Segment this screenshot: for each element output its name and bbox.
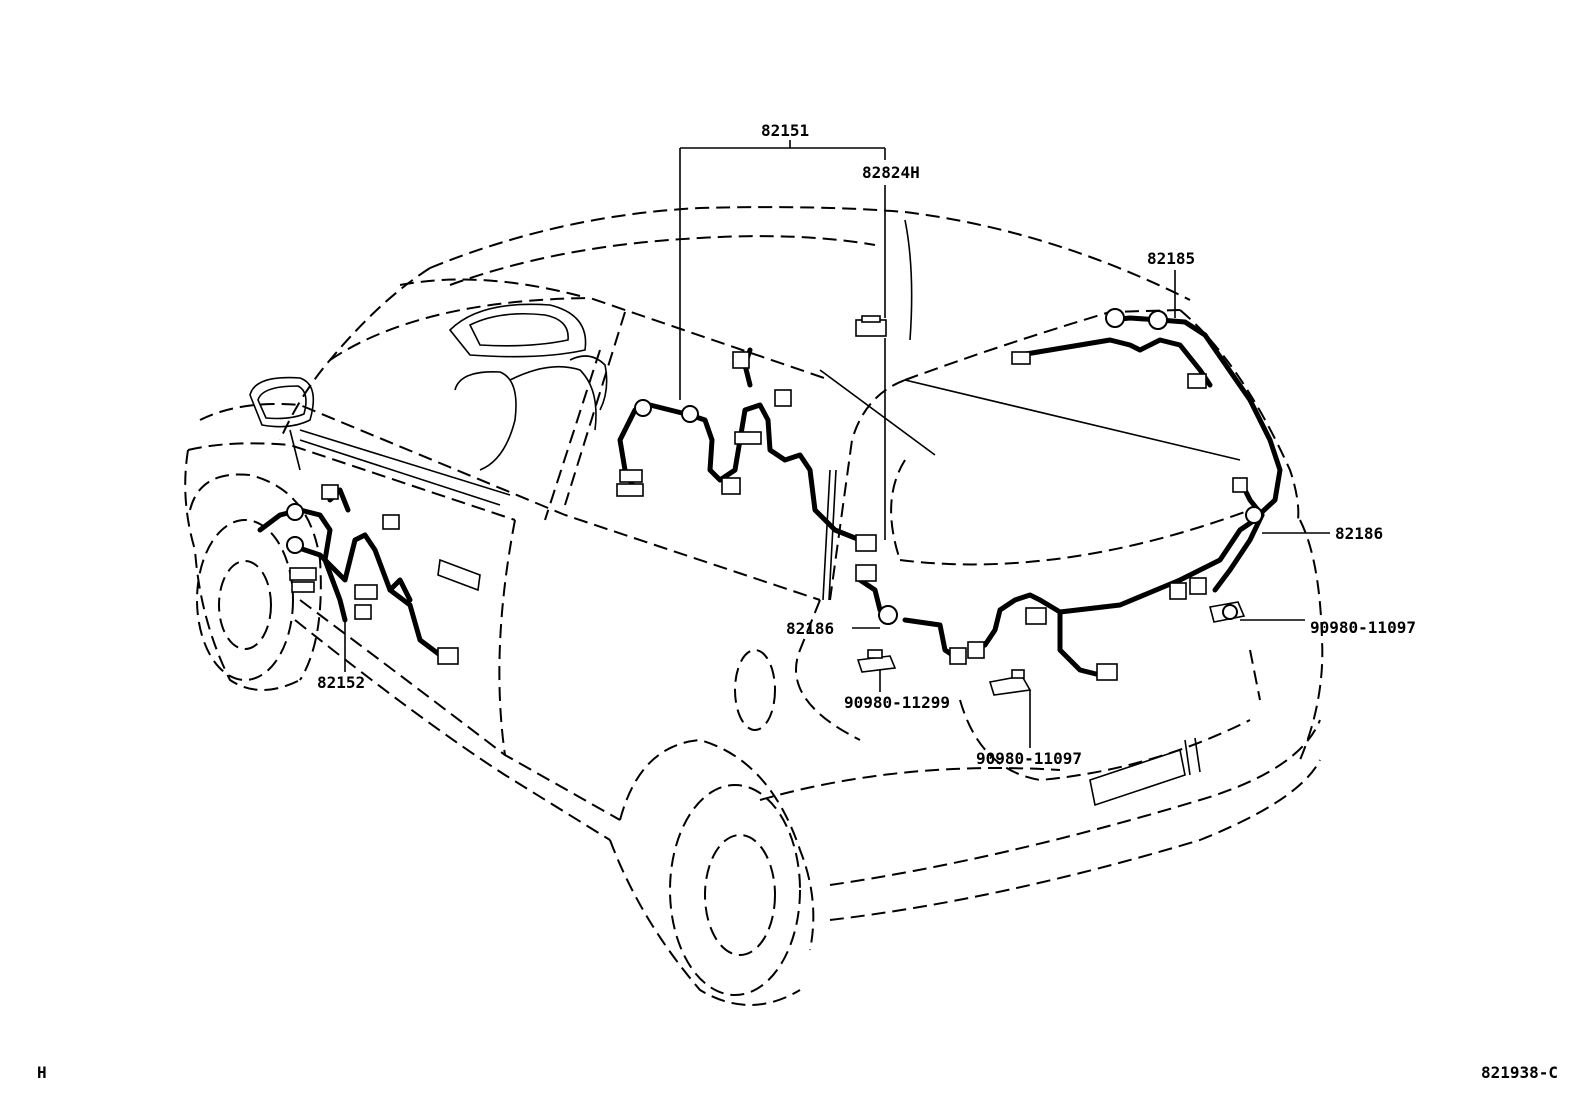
grommet bbox=[1245, 506, 1263, 524]
leader-lines bbox=[344, 140, 1330, 748]
label-junction-block: 82824H bbox=[862, 163, 920, 182]
connector bbox=[616, 483, 644, 497]
corner-code-left: H bbox=[37, 1063, 47, 1082]
sensor-bottom bbox=[988, 669, 1032, 696]
callout-labels: 82151 82824H 82185 82186 82186 82152 909… bbox=[317, 121, 1416, 768]
grommet bbox=[286, 536, 304, 554]
connector bbox=[734, 431, 762, 445]
connectors bbox=[289, 315, 1248, 681]
vehicle-outline bbox=[184, 206, 1324, 1006]
grommets bbox=[286, 308, 1263, 625]
junction-block-top bbox=[861, 315, 881, 323]
connector bbox=[855, 564, 877, 582]
grommet bbox=[1148, 310, 1168, 330]
label-rear-harness-top: 82185 bbox=[1147, 249, 1195, 268]
connector bbox=[774, 389, 792, 407]
connector bbox=[354, 584, 378, 600]
label-rear-harness-right: 82186 bbox=[1335, 524, 1383, 543]
grommet bbox=[878, 605, 898, 625]
connector bbox=[949, 647, 967, 665]
grommet bbox=[681, 405, 699, 423]
connector bbox=[1011, 351, 1031, 365]
label-sensor-center: 90980-11299 bbox=[844, 693, 950, 712]
sensor-right bbox=[1209, 601, 1246, 623]
connector bbox=[619, 469, 643, 483]
sensor-center bbox=[856, 649, 897, 673]
grommet bbox=[1105, 308, 1125, 328]
wire-harness-rear bbox=[967, 315, 1283, 678]
label-main-harness: 82151 bbox=[761, 121, 809, 140]
connector bbox=[321, 484, 339, 500]
connector bbox=[721, 477, 741, 495]
connector bbox=[1169, 582, 1187, 600]
connector bbox=[1025, 607, 1047, 625]
connector bbox=[732, 351, 750, 369]
connector bbox=[291, 581, 315, 593]
label-sensor-right: 90980-11097 bbox=[1310, 618, 1416, 637]
connector bbox=[437, 647, 459, 665]
connector bbox=[289, 567, 317, 581]
connector bbox=[354, 604, 372, 620]
connector bbox=[1232, 477, 1248, 493]
connector bbox=[855, 534, 877, 552]
connector bbox=[382, 514, 400, 530]
connector bbox=[1096, 663, 1118, 681]
corner-code-right: 821938-C bbox=[1481, 1063, 1558, 1082]
sensors bbox=[856, 601, 1246, 696]
connector bbox=[1187, 373, 1207, 389]
label-rear-harness-center: 82186 bbox=[786, 619, 834, 638]
label-front-harness: 82152 bbox=[317, 673, 365, 692]
grommet bbox=[634, 399, 652, 417]
connector bbox=[1189, 577, 1207, 595]
grommet bbox=[286, 503, 304, 521]
connector bbox=[967, 641, 985, 659]
label-sensor-bottom: 90980-11097 bbox=[976, 749, 1082, 768]
